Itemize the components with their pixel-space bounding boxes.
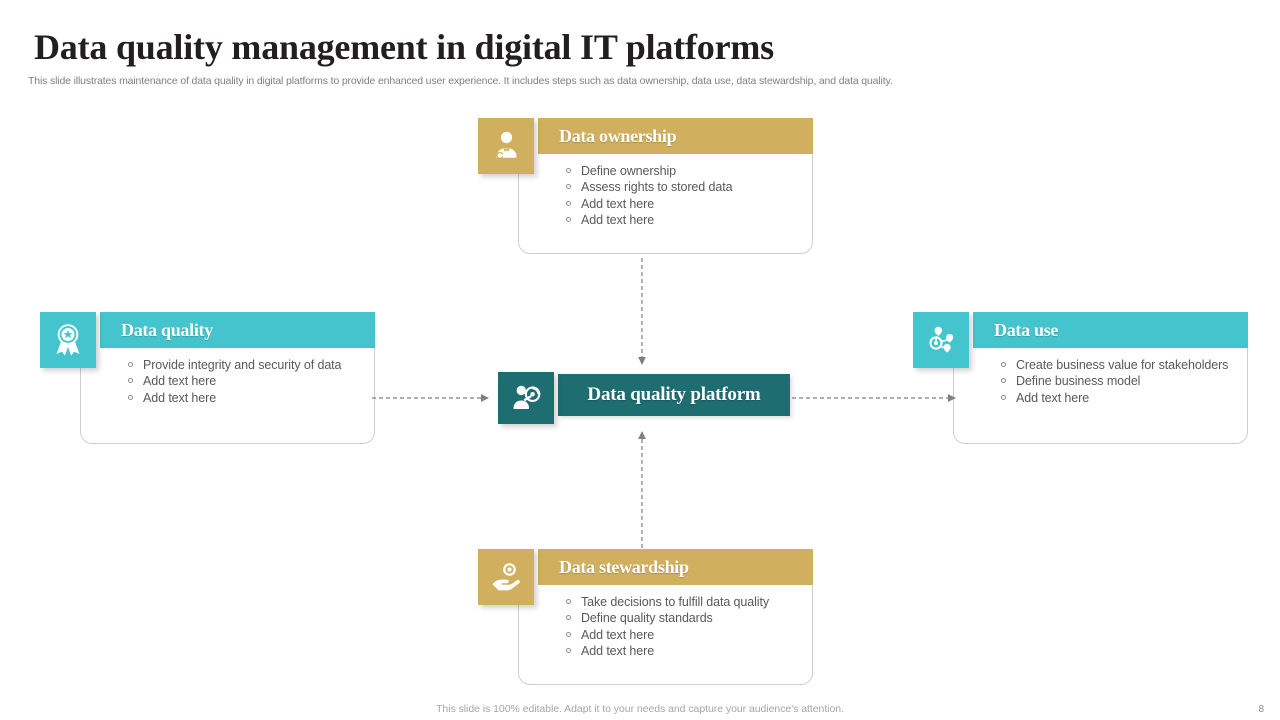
card-header-data-use: Data use [973,312,1248,348]
businessman-icon [478,118,534,174]
card-title-data-stewardship: Data stewardship [559,556,689,577]
center-node-data-quality-platform[interactable]: Data quality platform [498,372,790,424]
card-body-data-use: Create business value for stakeholders D… [953,348,1248,444]
list-item: Add text here [1000,390,1235,406]
list-item: Add text here [565,643,800,659]
list-item: Add text here [565,196,800,212]
list-item: Add text here [565,627,800,643]
card-body-data-quality: Provide integrity and security of data A… [80,348,375,444]
bullet-list-data-quality: Provide integrity and security of data A… [127,357,362,406]
person-data-icon [498,372,554,424]
list-item: Assess rights to stored data [565,179,800,195]
list-item: Add text here [565,212,800,228]
center-node-label: Data quality platform [587,384,761,405]
card-title-data-use: Data use [994,319,1059,340]
bullet-list-data-use: Create business value for stakeholders D… [1000,357,1235,406]
page-subtitle: This slide illustrates maintenance of da… [28,75,893,87]
card-header-data-stewardship: Data stewardship [538,549,813,585]
card-title-data-ownership: Data ownership [559,125,677,146]
card-header-data-quality: Data quality [100,312,375,348]
page-title: Data quality management in digital IT pl… [34,27,774,67]
list-item: Provide integrity and security of data [127,357,362,373]
list-item: Define quality standards [565,610,800,626]
bullet-list-data-stewardship: Take decisions to fulfill data quality D… [565,594,800,660]
footer-note: This slide is 100% editable. Adapt it to… [436,703,844,715]
list-item: Add text here [127,373,362,389]
card-title-data-quality: Data quality [121,319,213,340]
list-item: Define ownership [565,163,800,179]
page-number: 8 [1258,704,1264,715]
card-body-data-stewardship: Take decisions to fulfill data quality D… [518,585,813,685]
list-item: Take decisions to fulfill data quality [565,594,800,610]
center-node-bar: Data quality platform [558,374,790,416]
list-item: Add text here [127,390,362,406]
list-item: Define business model [1000,373,1235,389]
card-body-data-ownership: Define ownership Assess rights to stored… [518,154,813,254]
hand-gear-icon [478,549,534,605]
award-ribbon-icon [40,312,96,368]
network-nodes-icon [913,312,969,368]
card-header-data-ownership: Data ownership [538,118,813,154]
bullet-list-data-ownership: Define ownership Assess rights to stored… [565,163,800,229]
list-item: Create business value for stakeholders [1000,357,1235,373]
